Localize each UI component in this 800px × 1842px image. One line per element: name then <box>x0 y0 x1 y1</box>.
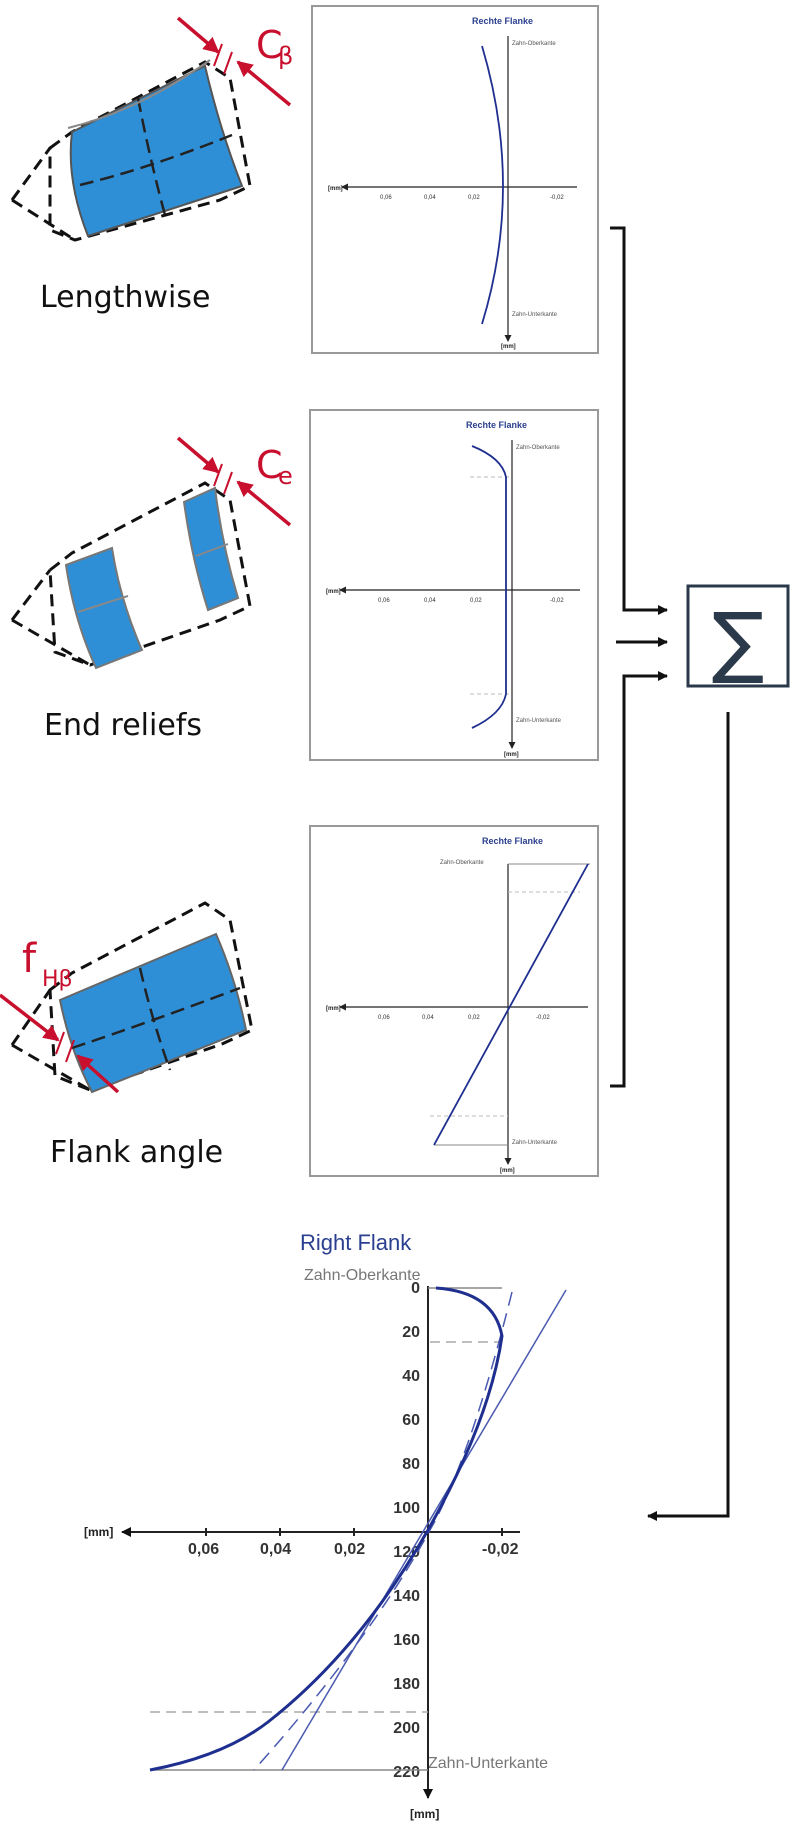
plot-lengthwise: Rechte Flanke [mm] [mm] Zahn-Oberkante Z… <box>311 5 599 354</box>
plot-xtick-end-reliefs: 0,04 <box>424 598 436 604</box>
plot-bottom-label-flank-angle: Zahn-Unterkante <box>512 1140 558 1146</box>
plot-curve-lengthwise <box>481 45 504 325</box>
plot-unit-x-flank-angle: [mm] <box>326 1006 341 1012</box>
result-xtick: 0,02 <box>334 1541 365 1558</box>
plot-xtick-lengthwise: 0,06 <box>380 195 392 201</box>
plot-title-end-reliefs: Rechte Flanke <box>466 420 527 430</box>
result-ytick: 0 <box>411 1280 420 1297</box>
result-connector <box>647 712 730 1521</box>
result-ytick: 40 <box>402 1368 420 1385</box>
result-ytick: 160 <box>393 1632 420 1649</box>
row-end-reliefs: C e End reliefs Rechte Flanke [mm] [mm] … <box>10 409 599 761</box>
result-ytick: 180 <box>393 1676 420 1693</box>
result-lengthwise-line <box>253 1291 513 1771</box>
summation-connectors <box>610 226 668 1088</box>
row-lengthwise: C β Lengthwise Rechte Flanke [mm] [mm] Z… <box>10 5 599 354</box>
tooth-flank-angle-icon <box>10 901 254 1094</box>
row-flank-angle: f Hβ Flank angle Rechte Flanke [mm] [mm]… <box>0 825 599 1177</box>
plot-xtick-flank-angle: 0,06 <box>378 1015 390 1021</box>
result-plot: Right Flank Zahn-Oberkante Zahn-Unterkan… <box>84 1230 567 1821</box>
sum-box: ∑ <box>686 584 790 688</box>
tooth-end-reliefs-icon <box>10 481 252 670</box>
plot-xtick-flank-angle: 0,02 <box>468 1015 480 1021</box>
caption-end-reliefs: End reliefs <box>44 708 202 743</box>
result-ytick: 60 <box>402 1412 420 1429</box>
symbol-c-e: C <box>256 443 283 487</box>
plot-title-flank-angle: Rechte Flanke <box>482 836 543 846</box>
result-ytick: 140 <box>393 1588 420 1605</box>
symbol-f-h-beta: f <box>22 936 37 982</box>
dimension-arrow-left <box>176 16 220 54</box>
plot-flank-angle: Rechte Flanke [mm] [mm] Zahn-Oberkante Z… <box>309 825 599 1177</box>
plot-unit-y-end-reliefs: [mm] <box>504 752 519 758</box>
result-combined-curve <box>149 1286 504 1772</box>
plot-xtick-end-reliefs: -0,02 <box>550 598 564 604</box>
result-unit-y: [mm] <box>410 1807 439 1821</box>
symbol-c-e-sub: e <box>278 462 293 490</box>
result-flank-angle-line <box>281 1289 567 1771</box>
plot-end-reliefs: Rechte Flanke [mm] [mm] Zahn-Oberkante Z… <box>309 409 599 761</box>
result-ytick: 200 <box>393 1720 420 1737</box>
plot-xtick-lengthwise: 0,04 <box>424 195 436 201</box>
plot-bottom-label-end-reliefs: Zahn-Unterkante <box>516 718 562 724</box>
symbol-f-h-beta-sub: Hβ <box>42 967 73 992</box>
plot-xtick-end-reliefs: 0,02 <box>470 598 482 604</box>
symbol-c-beta: C <box>256 23 283 67</box>
result-bottom-label: Zahn-Unterkante <box>428 1755 548 1772</box>
plot-xtick-end-reliefs: 0,06 <box>378 598 390 604</box>
plot-unit-y-flank-angle: [mm] <box>500 1168 515 1174</box>
plot-top-label-lengthwise: Zahn-Oberkante <box>512 41 556 47</box>
plot-unit-y-lengthwise: [mm] <box>501 344 516 350</box>
sum-symbol: ∑ <box>712 597 765 687</box>
result-unit-x: [mm] <box>84 1525 113 1539</box>
plot-top-label-flank-angle: Zahn-Oberkante <box>440 860 484 866</box>
result-title: Right Flank <box>300 1230 412 1255</box>
result-ytick: 80 <box>402 1456 420 1473</box>
result-top-label: Zahn-Oberkante <box>304 1267 421 1284</box>
plot-unit-x-lengthwise: [mm] <box>328 186 343 192</box>
tooth-lengthwise-icon <box>10 59 252 242</box>
plot-xtick-flank-angle: -0,02 <box>536 1015 550 1021</box>
result-xtick: -0,02 <box>482 1541 519 1558</box>
plot-xtick-flank-angle: 0,04 <box>422 1015 434 1021</box>
plot-curve-end-reliefs <box>471 445 507 729</box>
dimension-arrow-right <box>236 480 292 527</box>
result-ytick: 100 <box>393 1500 420 1517</box>
result-ytick: 20 <box>402 1324 420 1341</box>
plot-title-lengthwise: Rechte Flanke <box>472 16 533 26</box>
dimension-arrow-left <box>176 436 220 474</box>
plot-xtick-lengthwise: 0,02 <box>468 195 480 201</box>
result-xtick: 0,04 <box>260 1541 291 1558</box>
plot-curve-flank-angle <box>433 863 589 1146</box>
plot-top-label-end-reliefs: Zahn-Oberkante <box>516 445 560 451</box>
caption-flank-angle: Flank angle <box>50 1135 223 1170</box>
plot-bottom-label-lengthwise: Zahn-Unterkante <box>512 312 558 318</box>
dimension-arrow-right <box>76 1054 120 1094</box>
caption-lengthwise: Lengthwise <box>40 280 210 315</box>
symbol-c-beta-sub: β <box>278 42 293 70</box>
plot-unit-x-end-reliefs: [mm] <box>326 589 341 595</box>
result-xtick: 0,06 <box>188 1541 219 1558</box>
dimension-arrow-left <box>0 993 60 1042</box>
plot-xtick-lengthwise: -0,02 <box>550 195 564 201</box>
result-ytick: 220 <box>393 1764 420 1781</box>
dimension-arrow-right <box>236 60 292 107</box>
